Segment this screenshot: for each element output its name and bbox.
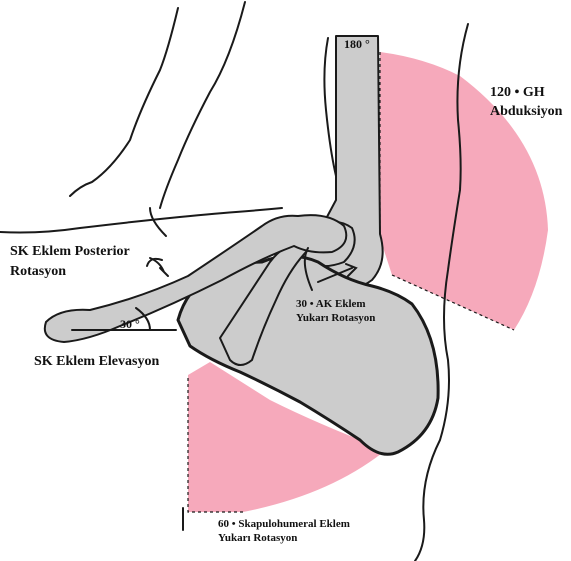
label-scapulohumeral: 60 • Skapulohumeral Eklem [218,518,350,531]
label-180: 180 ° [344,38,370,52]
label-sk-elevation: SK Eklem Elevasyon [34,354,159,370]
label-sk-posterior-rotation: Rotasyon [10,264,66,280]
label-sk-posterior: SK Eklem Posterior [10,244,130,260]
label-gh-abduction: Abduksiyon [490,104,562,120]
shoulder-line [0,208,282,233]
label-gh: 120 • GH [490,85,545,101]
label-ak: 30 • AK Eklem [296,298,366,311]
arm-outline [324,38,336,176]
sk-rotation-arrow [147,258,168,276]
neck-curve [150,208,166,236]
jaw-outline [70,8,178,196]
label-ak-rotation: Yukarı Rotasyon [296,312,375,325]
label-sk-angle: 30 ° [120,318,140,332]
label-scapulohumeral-rotation: Yukarı Rotasyon [218,532,297,545]
